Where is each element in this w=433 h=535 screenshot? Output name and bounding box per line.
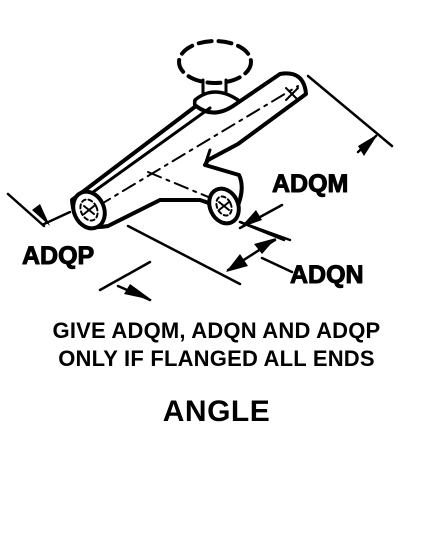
- port-end-left-inner: [79, 198, 99, 222]
- dimension-adqn-extension: [126, 220, 286, 286]
- port-end-left-center: [83, 205, 95, 215]
- dimension-adqp-arrow: [32, 204, 152, 300]
- valve-body-long-arm: [70, 71, 308, 229]
- port-end-top-center: [285, 87, 299, 101]
- body-ridge: [80, 106, 212, 202]
- diagram-caption: ANGLE: [162, 395, 271, 428]
- angle-valve-drawing: ADQM ADQN ADQP: [6, 39, 394, 302]
- note-line-1: GIVE ADQM, ADQN AND ADQP: [52, 318, 381, 343]
- handwheel-outline: [177, 39, 253, 85]
- port-end-right-inner: [215, 195, 233, 217]
- label-adqn: ADQN: [290, 261, 364, 289]
- label-adqm: ADQM: [272, 170, 348, 198]
- dimension-adqm-arrow: [240, 134, 378, 228]
- port-end-right-center: [218, 201, 230, 211]
- dimension-adqp-extension: [6, 192, 152, 292]
- label-adqp: ADQP: [22, 242, 94, 270]
- centerline-long: [97, 85, 299, 207]
- centerline-branch: [147, 171, 231, 207]
- note-line-2: ONLY IF FLANGED ALL ENDS: [58, 346, 375, 371]
- dimension-adqn-arrow: [226, 238, 276, 272]
